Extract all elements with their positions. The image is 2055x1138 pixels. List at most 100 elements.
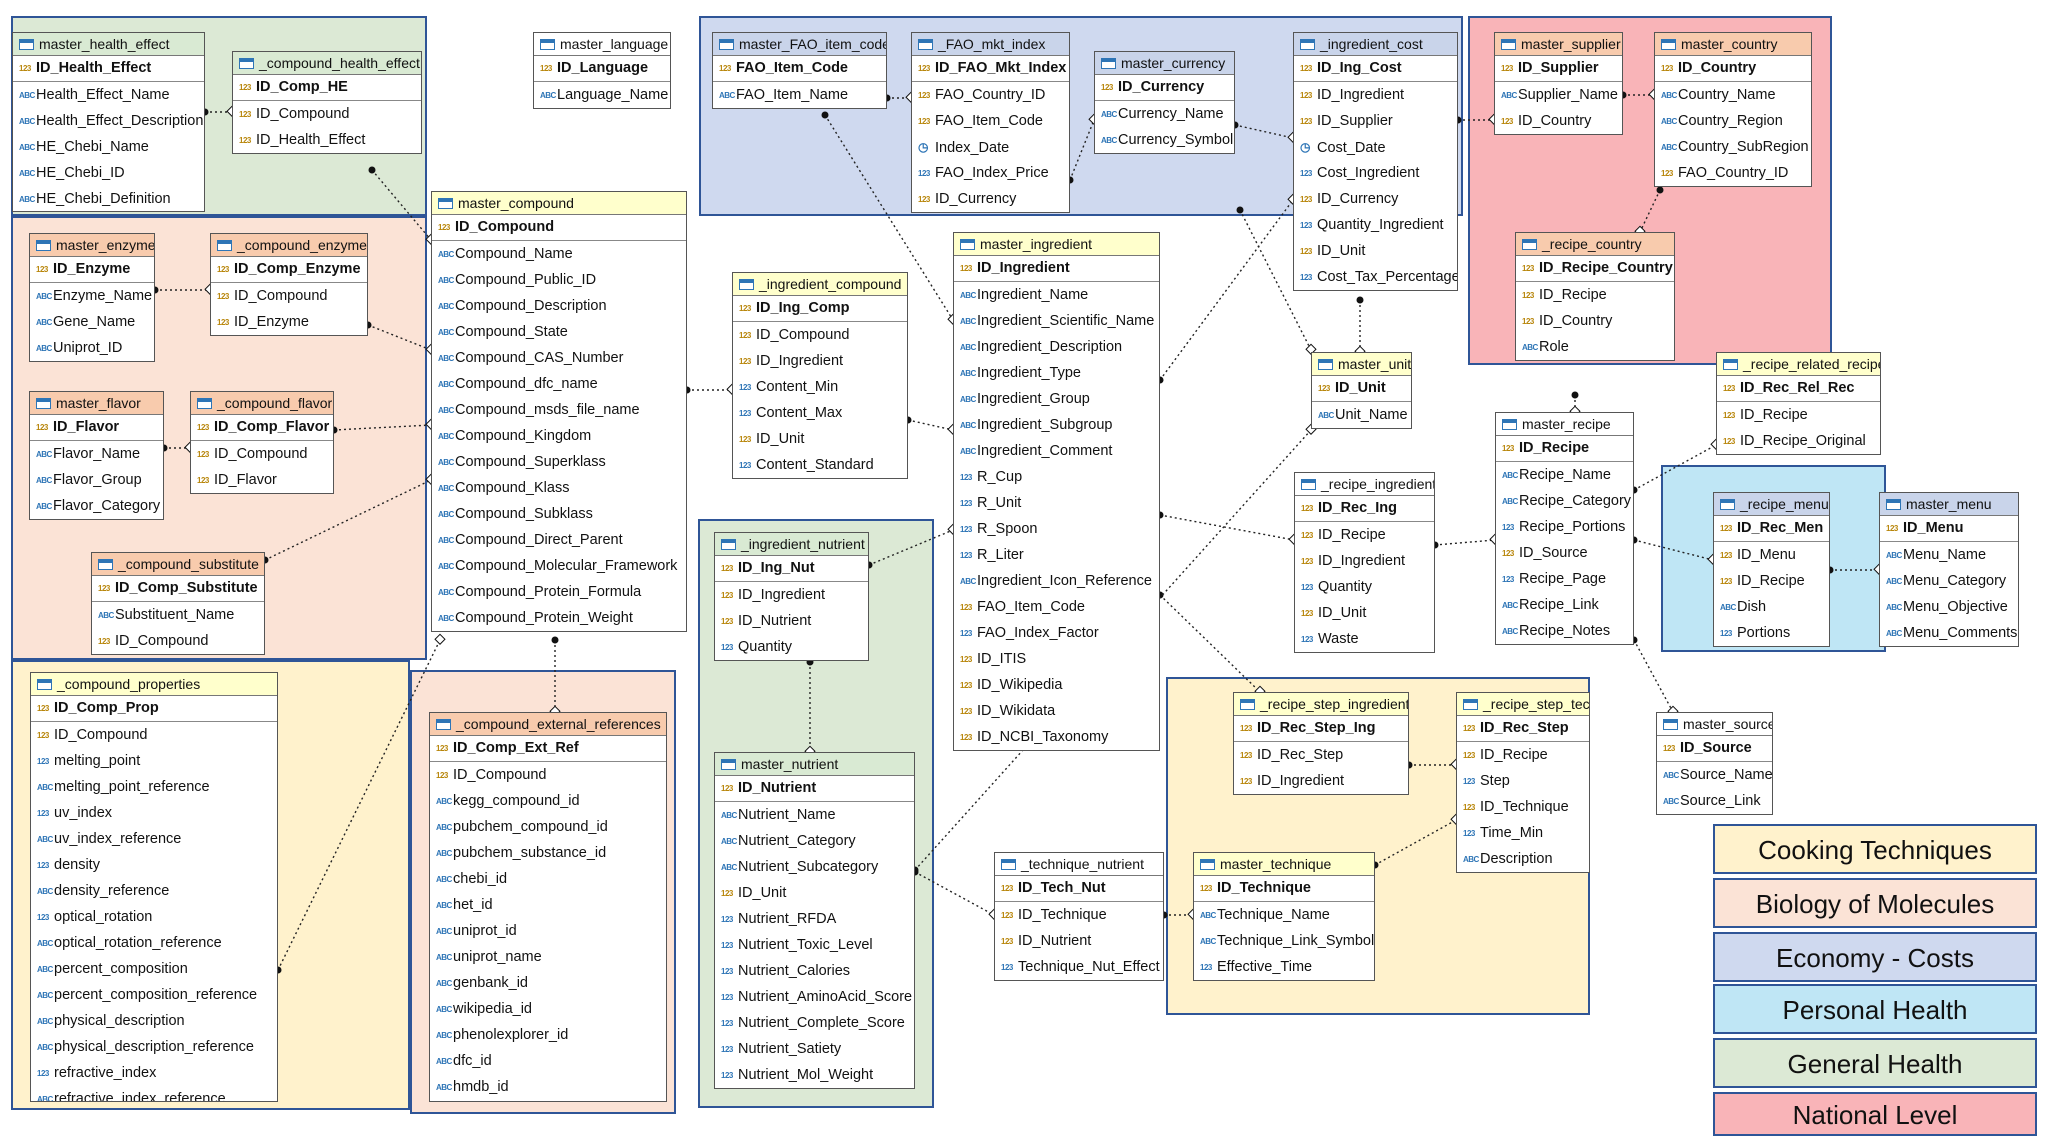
field-row: ABCLanguage_Name	[534, 82, 670, 108]
field-name: chebi_id	[453, 871, 508, 887]
field-row: ◷Cost_Date	[1294, 134, 1457, 160]
field-name: ID_Recipe	[1318, 527, 1386, 543]
field-name: ID_Unit	[738, 885, 787, 901]
key-icon: 123	[217, 292, 229, 301]
text-type-icon: ABC	[19, 143, 35, 152]
field-row: ABCIngredient_Group	[954, 386, 1159, 412]
date-type-icon: ◷	[918, 140, 928, 154]
entity-header: master_country	[1655, 33, 1811, 56]
field-row: ABCCurrency_Symbol	[1095, 127, 1234, 153]
key-icon: 123	[1522, 264, 1534, 273]
field-name: pubchem_substance_id	[453, 845, 607, 861]
entity-name: master_source	[1683, 716, 1772, 732]
field-name: Language_Name	[557, 87, 669, 103]
entity-header: _FAO_mkt_index	[912, 33, 1069, 56]
table-icon	[37, 679, 52, 690]
numeric-type-icon: 123	[1200, 963, 1212, 972]
table-icon	[1661, 39, 1676, 50]
table-icon	[721, 759, 736, 770]
field-name: ID_Comp_Flavor	[214, 419, 330, 435]
field-name: Source_Name	[1680, 767, 1772, 783]
field-name: Ingredient_Subgroup	[977, 417, 1113, 433]
field-name: Menu_Comments	[1903, 625, 2018, 641]
legend-item-economy: Economy - Costs	[1713, 932, 2037, 982]
entity-name: master_enzyme	[56, 237, 154, 253]
field-name: Recipe_Portions	[1519, 519, 1626, 535]
relationship-line	[1159, 514, 1295, 541]
text-type-icon: ABC	[721, 837, 737, 846]
key-icon: 123	[1300, 117, 1312, 126]
field-name: Country_Name	[1678, 87, 1776, 103]
numeric-type-icon: 123	[721, 1071, 733, 1080]
entity-name: master_menu	[1906, 496, 1992, 512]
text-type-icon: ABC	[1101, 136, 1117, 145]
field-row: ABCNutrient_Name	[715, 802, 914, 828]
key-icon: 123	[197, 423, 209, 432]
table-icon	[1720, 499, 1735, 510]
key-icon: 123	[960, 655, 972, 664]
text-type-icon: ABC	[436, 1005, 452, 1014]
entity-header: _compound_health_effect	[233, 52, 421, 75]
entity-name: _ingredient_cost	[1320, 36, 1423, 52]
field-name: Currency_Symbol	[1118, 132, 1234, 148]
numeric-type-icon: 123	[1300, 221, 1312, 230]
field-name: Technique_Name	[1217, 907, 1330, 923]
relationship-line	[1159, 199, 1294, 381]
text-type-icon: ABC	[438, 458, 454, 467]
field-name: Flavor_Category	[53, 498, 161, 514]
entity-name: _ingredient_nutrient	[741, 536, 865, 552]
field-name: ID_Unit	[1335, 380, 1386, 396]
field-name: Compound_Subklass	[455, 506, 593, 522]
key-icon: 123	[1001, 884, 1013, 893]
field-name: ID_Supplier	[1317, 113, 1393, 129]
numeric-type-icon: 123	[960, 629, 972, 638]
text-type-icon: ABC	[1886, 629, 1902, 638]
field-name: Content_Standard	[756, 457, 874, 473]
text-type-icon: ABC	[37, 887, 53, 896]
field-name: Compound_Public_ID	[455, 272, 597, 288]
field-name: Menu_Objective	[1903, 599, 2008, 615]
